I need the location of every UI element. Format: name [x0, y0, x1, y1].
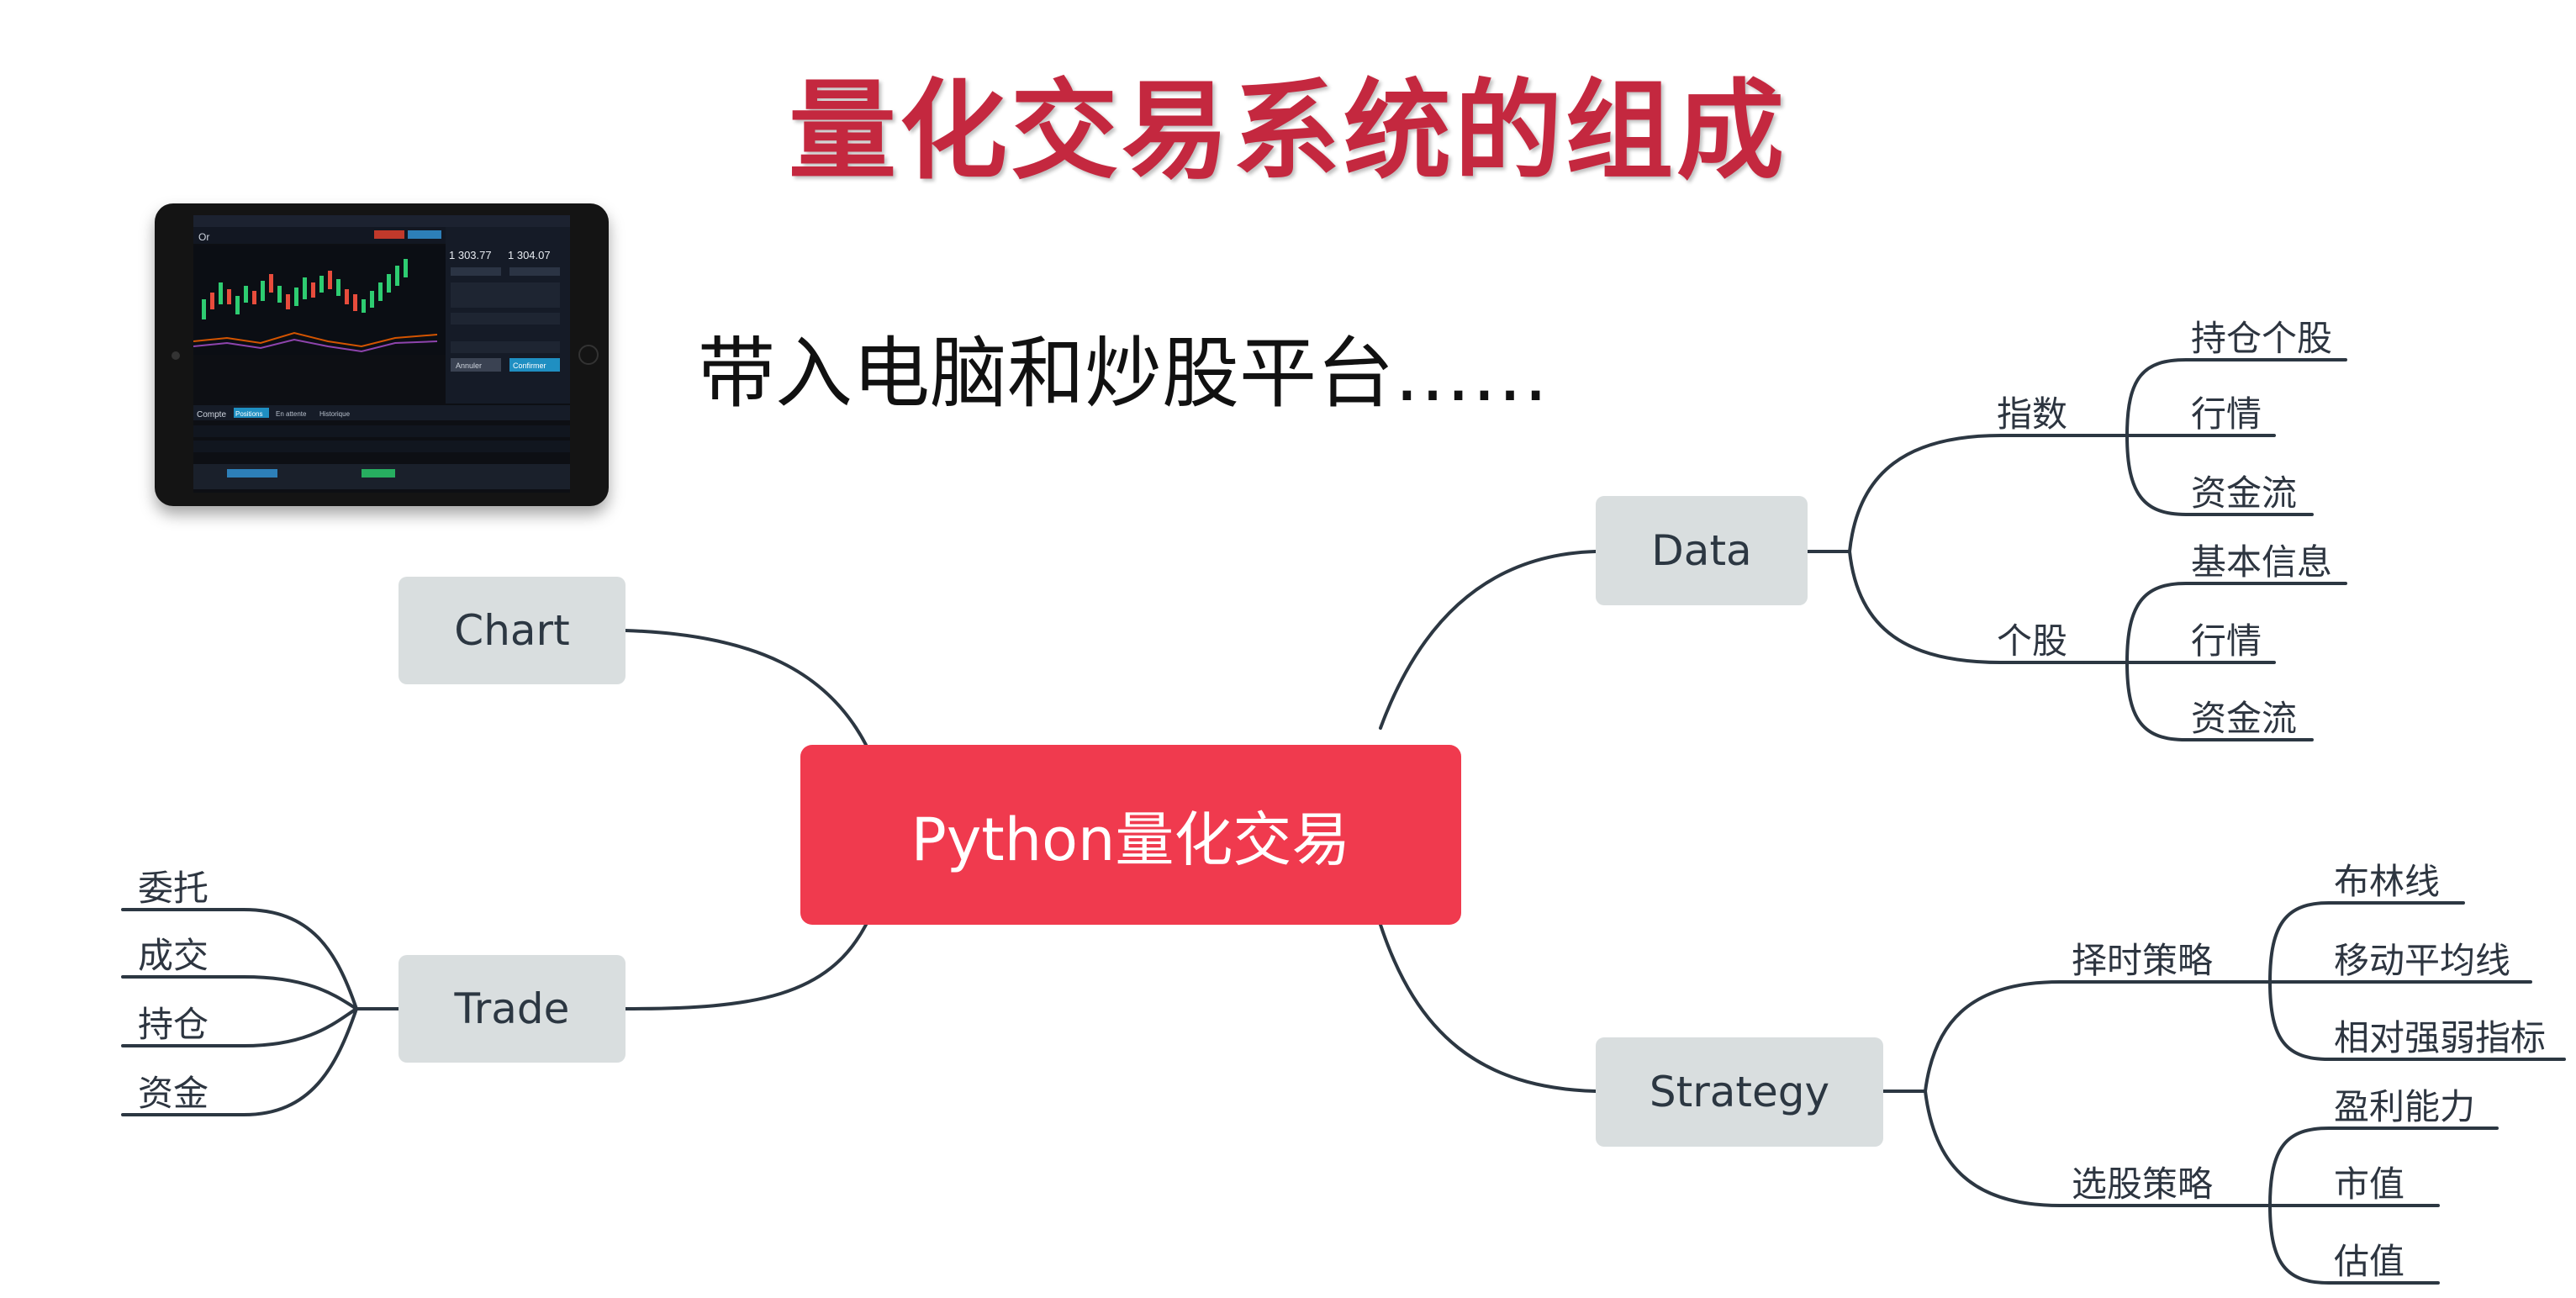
tablet-tab-1: Positions: [235, 410, 262, 418]
tablet-symbol: Or: [198, 231, 209, 243]
strategy-group-selection: 选股策略: [2072, 1163, 2214, 1205]
tablet-tab-3: Historique: [319, 410, 351, 418]
trading-chart-graphic: Or 1 303.77 1 304.07 Annuler Confirmer: [193, 215, 570, 489]
edge-stock-0: [2125, 582, 2347, 664]
tablet-image: Or 1 303.77 1 304.07 Annuler Confirmer: [155, 203, 609, 506]
tablet-cancel-button: Annuler: [456, 361, 482, 370]
strategy-timing-item-1: 移动平均线: [2334, 940, 2511, 981]
data-index-item-0: 持仓个股: [2191, 318, 2333, 359]
subtitle: 带入电脑和炒股平台……: [698, 329, 1549, 419]
edge-trade-0: [121, 908, 358, 1010]
branch-chart: Chart: [399, 577, 626, 684]
edge-data-index: [1848, 434, 2087, 553]
branch-strategy: Strategy: [1596, 1037, 1883, 1147]
tablet-price-ask: 1 304.07: [508, 249, 551, 261]
edge-trade-1: [121, 975, 358, 1010]
data-stock-item-2: 资金流: [2191, 698, 2298, 739]
camera-dot: [172, 351, 180, 360]
root-node: Python量化交易: [800, 745, 1461, 925]
data-stock-item-1: 行情: [2191, 620, 2262, 662]
trading-screen: Or 1 303.77 1 304.07 Annuler Confirmer: [193, 215, 570, 493]
branch-data: Data: [1596, 496, 1808, 605]
branch-trade: Trade: [399, 955, 626, 1063]
edge-root-trade: [624, 923, 868, 1010]
edge-timing-0: [2268, 901, 2465, 984]
edge-trade-3: [121, 1007, 358, 1116]
data-group-index: 指数: [1997, 393, 2068, 435]
data-index-item-2: 资金流: [2191, 472, 2298, 514]
strategy-selection-item-1: 市值: [2334, 1163, 2405, 1205]
tablet-tab-0: Compte: [197, 410, 226, 419]
trade-item-2: 持仓: [138, 1004, 209, 1045]
strategy-selection-item-2: 估值: [2334, 1241, 2405, 1282]
data-index-item-1: 行情: [2191, 393, 2262, 435]
strategy-group-timing: 择时策略: [2072, 940, 2214, 981]
edge-index-2: [2125, 434, 2314, 516]
edge-root-strategy: [1379, 923, 1597, 1093]
edge-root-chart: [624, 629, 868, 747]
edge-timing-2: [2268, 980, 2566, 1061]
strategy-timing-item-2: 相对强弱指标: [2334, 1017, 2547, 1058]
candles: [202, 259, 408, 319]
edge-trade-2: [121, 1007, 358, 1047]
tablet-confirm-button: Confirmer: [513, 361, 546, 370]
strategy-selection-item-0: 盈利能力: [2334, 1086, 2476, 1127]
strategy-timing-item-0: 布林线: [2334, 861, 2441, 902]
tablet-tab-2: En attente: [276, 410, 307, 418]
edge-selection-2: [2268, 1204, 2440, 1285]
trade-item-3: 资金: [138, 1073, 209, 1114]
edge-stock-2: [2125, 661, 2314, 741]
edge-strategy-selection: [1924, 1090, 2230, 1207]
trade-item-1: 成交: [138, 935, 209, 976]
data-stock-item-0: 基本信息: [2191, 541, 2333, 583]
edge-index-0: [2125, 358, 2347, 437]
home-button-icon: [578, 345, 599, 365]
page-title: 量化交易系统的组成: [788, 69, 1787, 194]
trade-item-0: 委托: [138, 868, 209, 909]
edge-strategy-timing: [1924, 980, 2230, 1093]
edge-data-stock: [1848, 550, 2087, 664]
tablet-price-bid: 1 303.77: [449, 249, 492, 261]
edge-selection-0: [2268, 1127, 2499, 1207]
data-group-stock: 个股: [1997, 620, 2068, 662]
edge-root-data: [1379, 550, 1597, 730]
